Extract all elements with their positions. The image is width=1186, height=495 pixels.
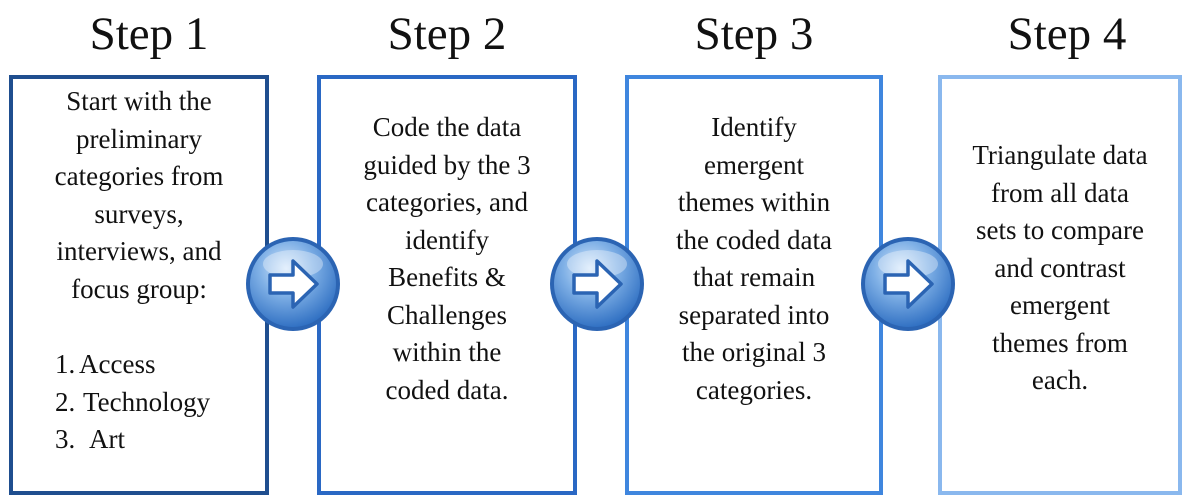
step-1-text: Start with the preliminary categories fr…	[13, 83, 265, 308]
step-2-text: Code the data guided by the 3 categories…	[321, 109, 573, 409]
step-3-line: emergent	[704, 149, 804, 180]
step-1-line: Start with the	[66, 86, 212, 116]
step-2-line: Benefits &	[388, 262, 506, 292]
step-1-line: interviews, and	[56, 236, 222, 266]
step-2-title: Step 2	[387, 8, 507, 60]
step-4-line: themes from	[992, 327, 1128, 358]
list-label: Art	[89, 424, 125, 454]
list-item: 2. Technology	[13, 384, 265, 422]
step-4-line: and contrast	[994, 252, 1126, 283]
right-arrow-icon	[243, 234, 343, 334]
step-3-line: themes within	[677, 187, 831, 217]
step-4-box: Triangulate data from all data sets to c…	[938, 75, 1182, 495]
step-2-line: identify	[405, 224, 489, 255]
step-4-title: Step 4	[1007, 8, 1127, 60]
right-arrow-icon	[547, 234, 647, 334]
step-4-line: Triangulate data	[972, 140, 1148, 170]
list-number: 1.	[55, 349, 76, 379]
step-4-line: emergent	[1010, 290, 1110, 320]
step-2-box: Code the data guided by the 3 categories…	[317, 75, 577, 495]
category-list: 1. Access 2. Technology 3. Art	[13, 346, 265, 459]
step-4-line: each.	[1031, 365, 1089, 395]
step-4-line: from all data	[991, 177, 1129, 208]
list-item: 1. Access	[13, 346, 265, 384]
list-number: 3.	[55, 424, 76, 454]
step-3-text: Identify emergent themes within the code…	[629, 109, 879, 409]
step-2-line: within the	[392, 337, 502, 367]
step-2-line: coded data.	[385, 374, 509, 405]
step-2-line: guided by the 3	[363, 149, 531, 180]
step-3-line: the coded data	[676, 224, 832, 255]
step-3-line: categories.	[695, 374, 813, 405]
step-1-box: Start with the preliminary categories fr…	[9, 75, 269, 495]
right-arrow-icon	[858, 234, 958, 334]
step-4-line: sets to compare	[976, 215, 1144, 245]
step-3-line: separated into	[678, 299, 830, 330]
step-3-box: Identify emergent themes within the code…	[625, 75, 883, 495]
step-3-line: the original 3	[682, 337, 826, 367]
step-1-line: categories from	[54, 161, 224, 191]
list-label: Technology	[83, 386, 211, 417]
step-2-line: Code the data	[372, 112, 522, 142]
step-2-line: categories, and	[366, 187, 528, 217]
step-1-line: preliminary	[76, 123, 202, 154]
step-3-line: Identify	[711, 112, 797, 142]
step-1-title: Step 1	[89, 8, 209, 60]
step-1-line: focus group:	[71, 273, 207, 304]
step-1-line: surveys,	[94, 198, 184, 229]
step-4-text: Triangulate data from all data sets to c…	[942, 137, 1178, 400]
step-3-line: that remain	[692, 262, 816, 292]
list-number: 2.	[55, 386, 76, 417]
list-item: 3. Art	[13, 421, 265, 459]
step-2-line: Challenges	[387, 299, 507, 330]
list-label: Access	[79, 349, 156, 379]
step-3-title: Step 3	[694, 8, 814, 60]
